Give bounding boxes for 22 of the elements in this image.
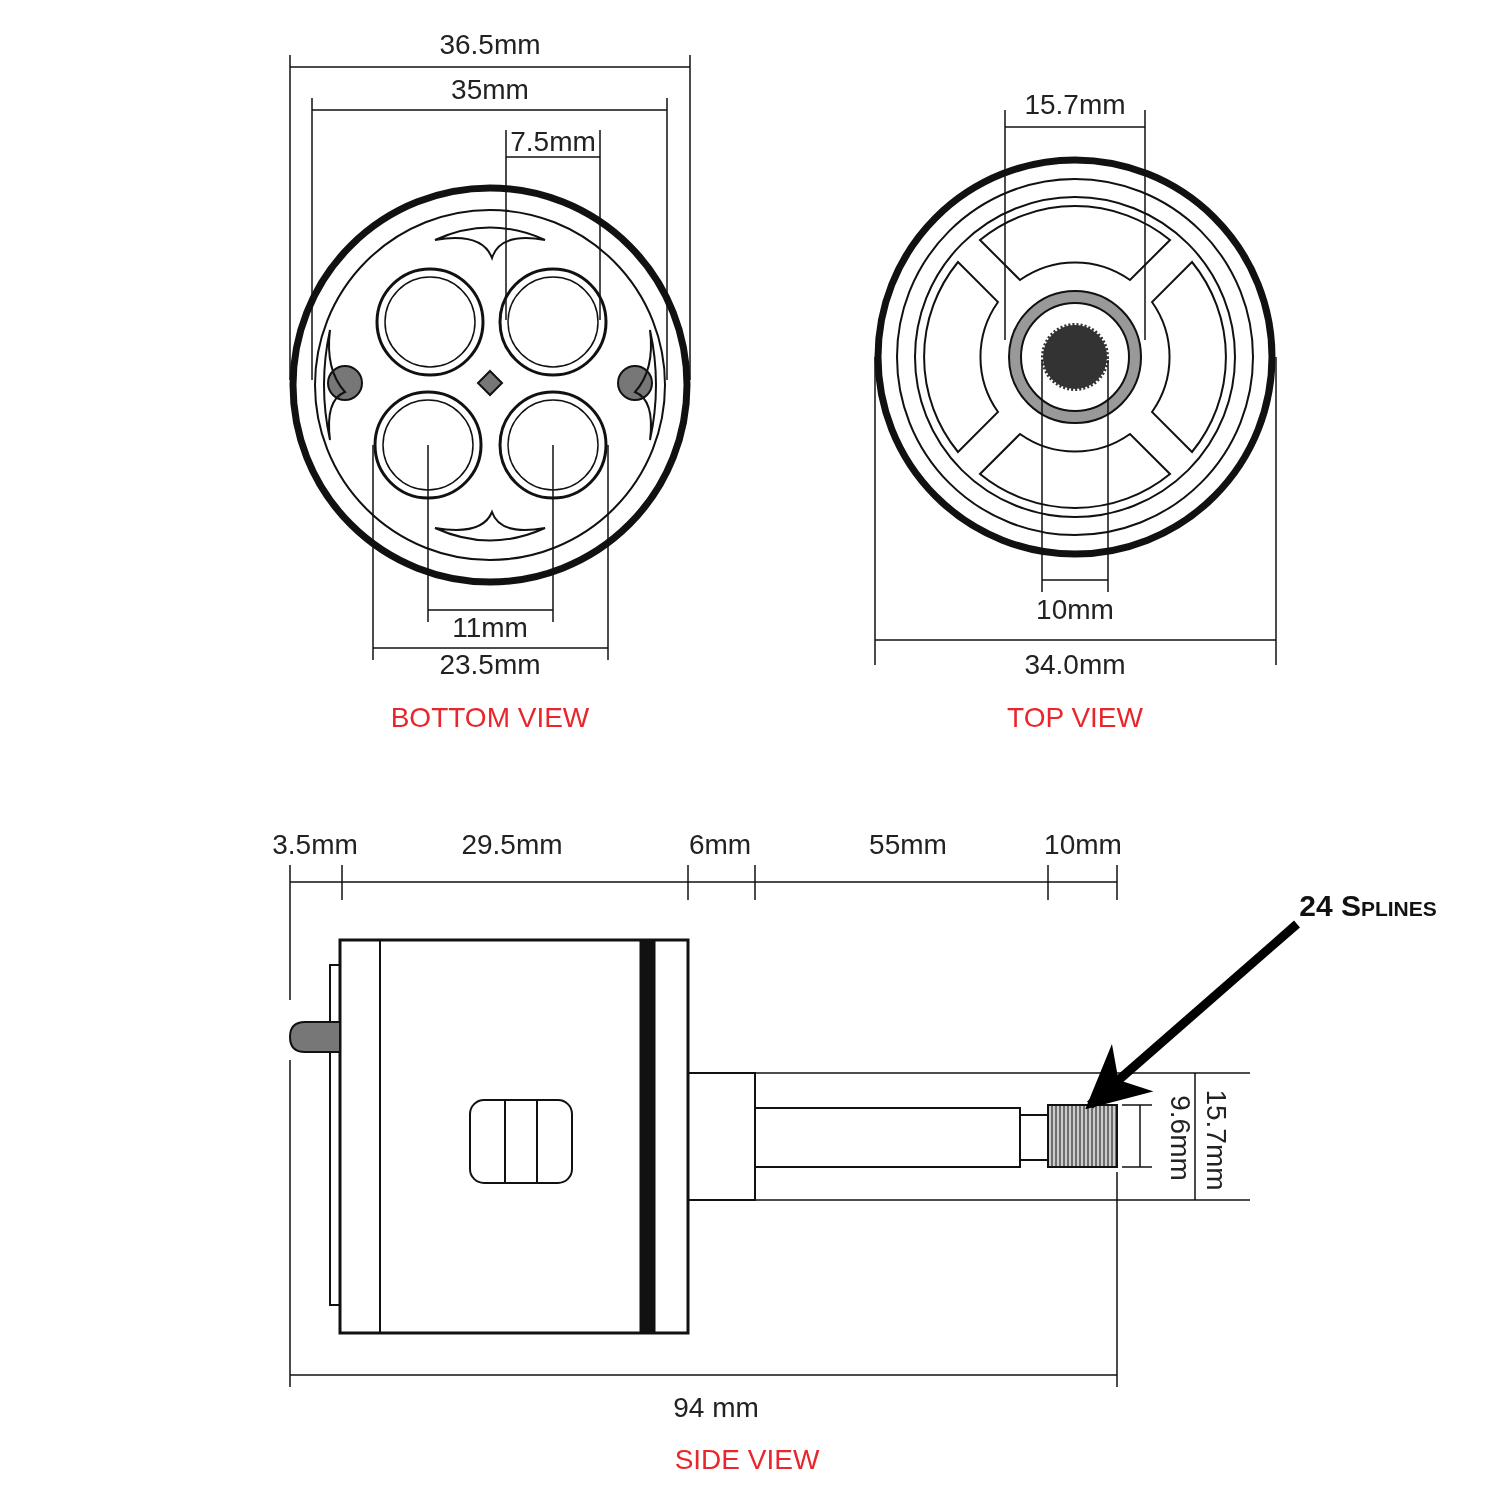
dimension-label: 34.0mm <box>1024 649 1126 681</box>
dimension-label: 3.5mm <box>272 829 358 861</box>
dimension-label: 6mm <box>688 829 752 861</box>
dimension-label: 36.5mm <box>439 29 541 61</box>
view-title: SIDE VIEW <box>674 1444 820 1476</box>
leader-line <box>1085 920 1300 1110</box>
splined-shaft-end-drawing <box>1047 1104 1118 1168</box>
view-title: BOTTOM VIEW <box>390 702 590 734</box>
dimension-label: 11mm <box>452 612 528 644</box>
dimension-label: 94 mm <box>673 1392 759 1424</box>
dimension-label: 7.5mm <box>510 126 596 158</box>
dimension-label: 15.7mm <box>1024 89 1126 121</box>
dimension-label: 23.5mm <box>439 649 541 681</box>
callout-text: 24 Splines <box>1299 888 1437 922</box>
dimension-label: 55mm <box>869 829 947 861</box>
dimension-label: 9.6mm <box>1164 1095 1196 1181</box>
dimension-label: 10mm <box>1044 829 1122 861</box>
dimension-label: 10mm <box>1036 594 1114 626</box>
dimension-label: 35mm <box>451 74 529 106</box>
view-title: TOP VIEW <box>1007 702 1143 734</box>
dimension-label: 15.7mm <box>1200 1089 1232 1191</box>
dimension-label: 29.5mm <box>461 829 563 861</box>
